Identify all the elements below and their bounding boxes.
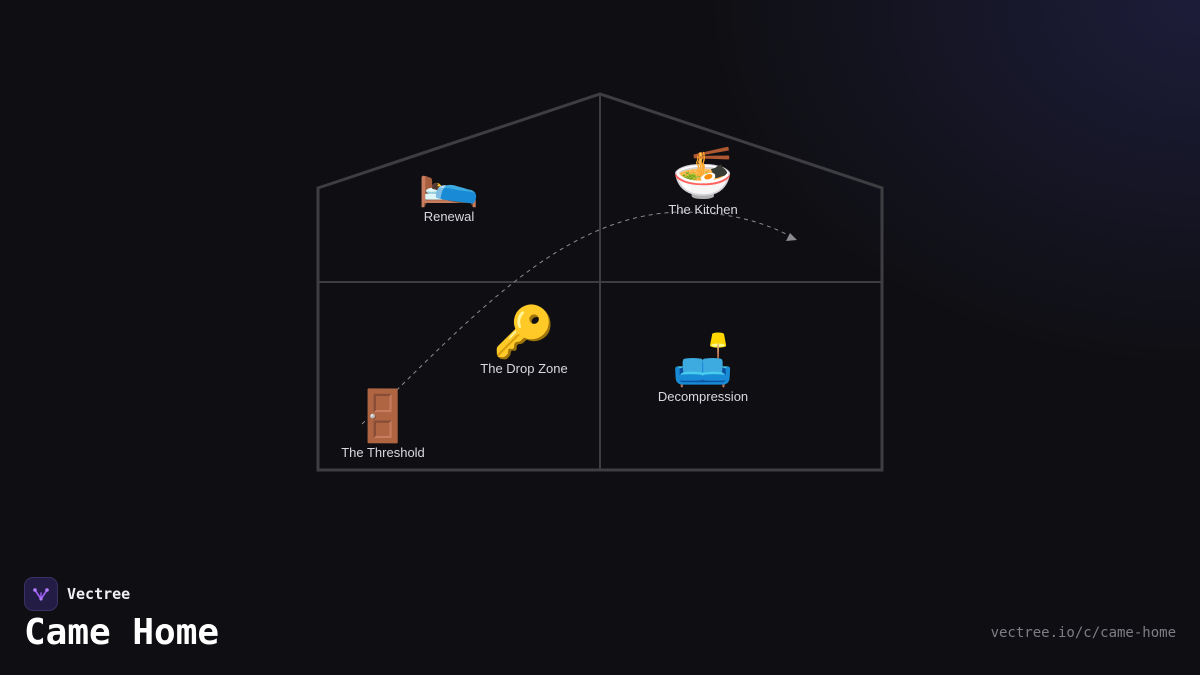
house-outline [316, 92, 884, 472]
room-label: The Kitchen [668, 202, 738, 217]
source-url: vectree.io/c/came-home [990, 625, 1176, 641]
vectree-logo-icon [24, 577, 58, 611]
room-label: Renewal [423, 209, 475, 224]
key-icon: 🔑 [492, 303, 556, 361]
noodle-bowl-icon: 🍜 [671, 144, 735, 202]
room-decompression: 🛋️ Decompression [658, 333, 748, 404]
room-label: Decompression [657, 389, 749, 404]
room-drop-zone: 🔑 The Drop Zone [480, 305, 567, 376]
room-label: The Drop Zone [480, 361, 568, 376]
door-icon: 🚪 [351, 387, 415, 445]
journey-arrowhead [786, 233, 797, 241]
room-label: The Threshold [341, 445, 425, 460]
couch-and-lamp-icon: 🛋️ [671, 331, 735, 389]
bed-icon: 🛌 [417, 151, 481, 209]
journey-path [361, 211, 793, 425]
brand: Vectree [24, 577, 130, 611]
room-threshold: 🚪 The Threshold [341, 389, 425, 460]
page-title: Came Home [24, 612, 220, 653]
brand-name: Vectree [67, 585, 131, 603]
room-kitchen: 🍜 The Kitchen [668, 146, 737, 217]
room-renewal: 🛌 Renewal [418, 153, 480, 224]
